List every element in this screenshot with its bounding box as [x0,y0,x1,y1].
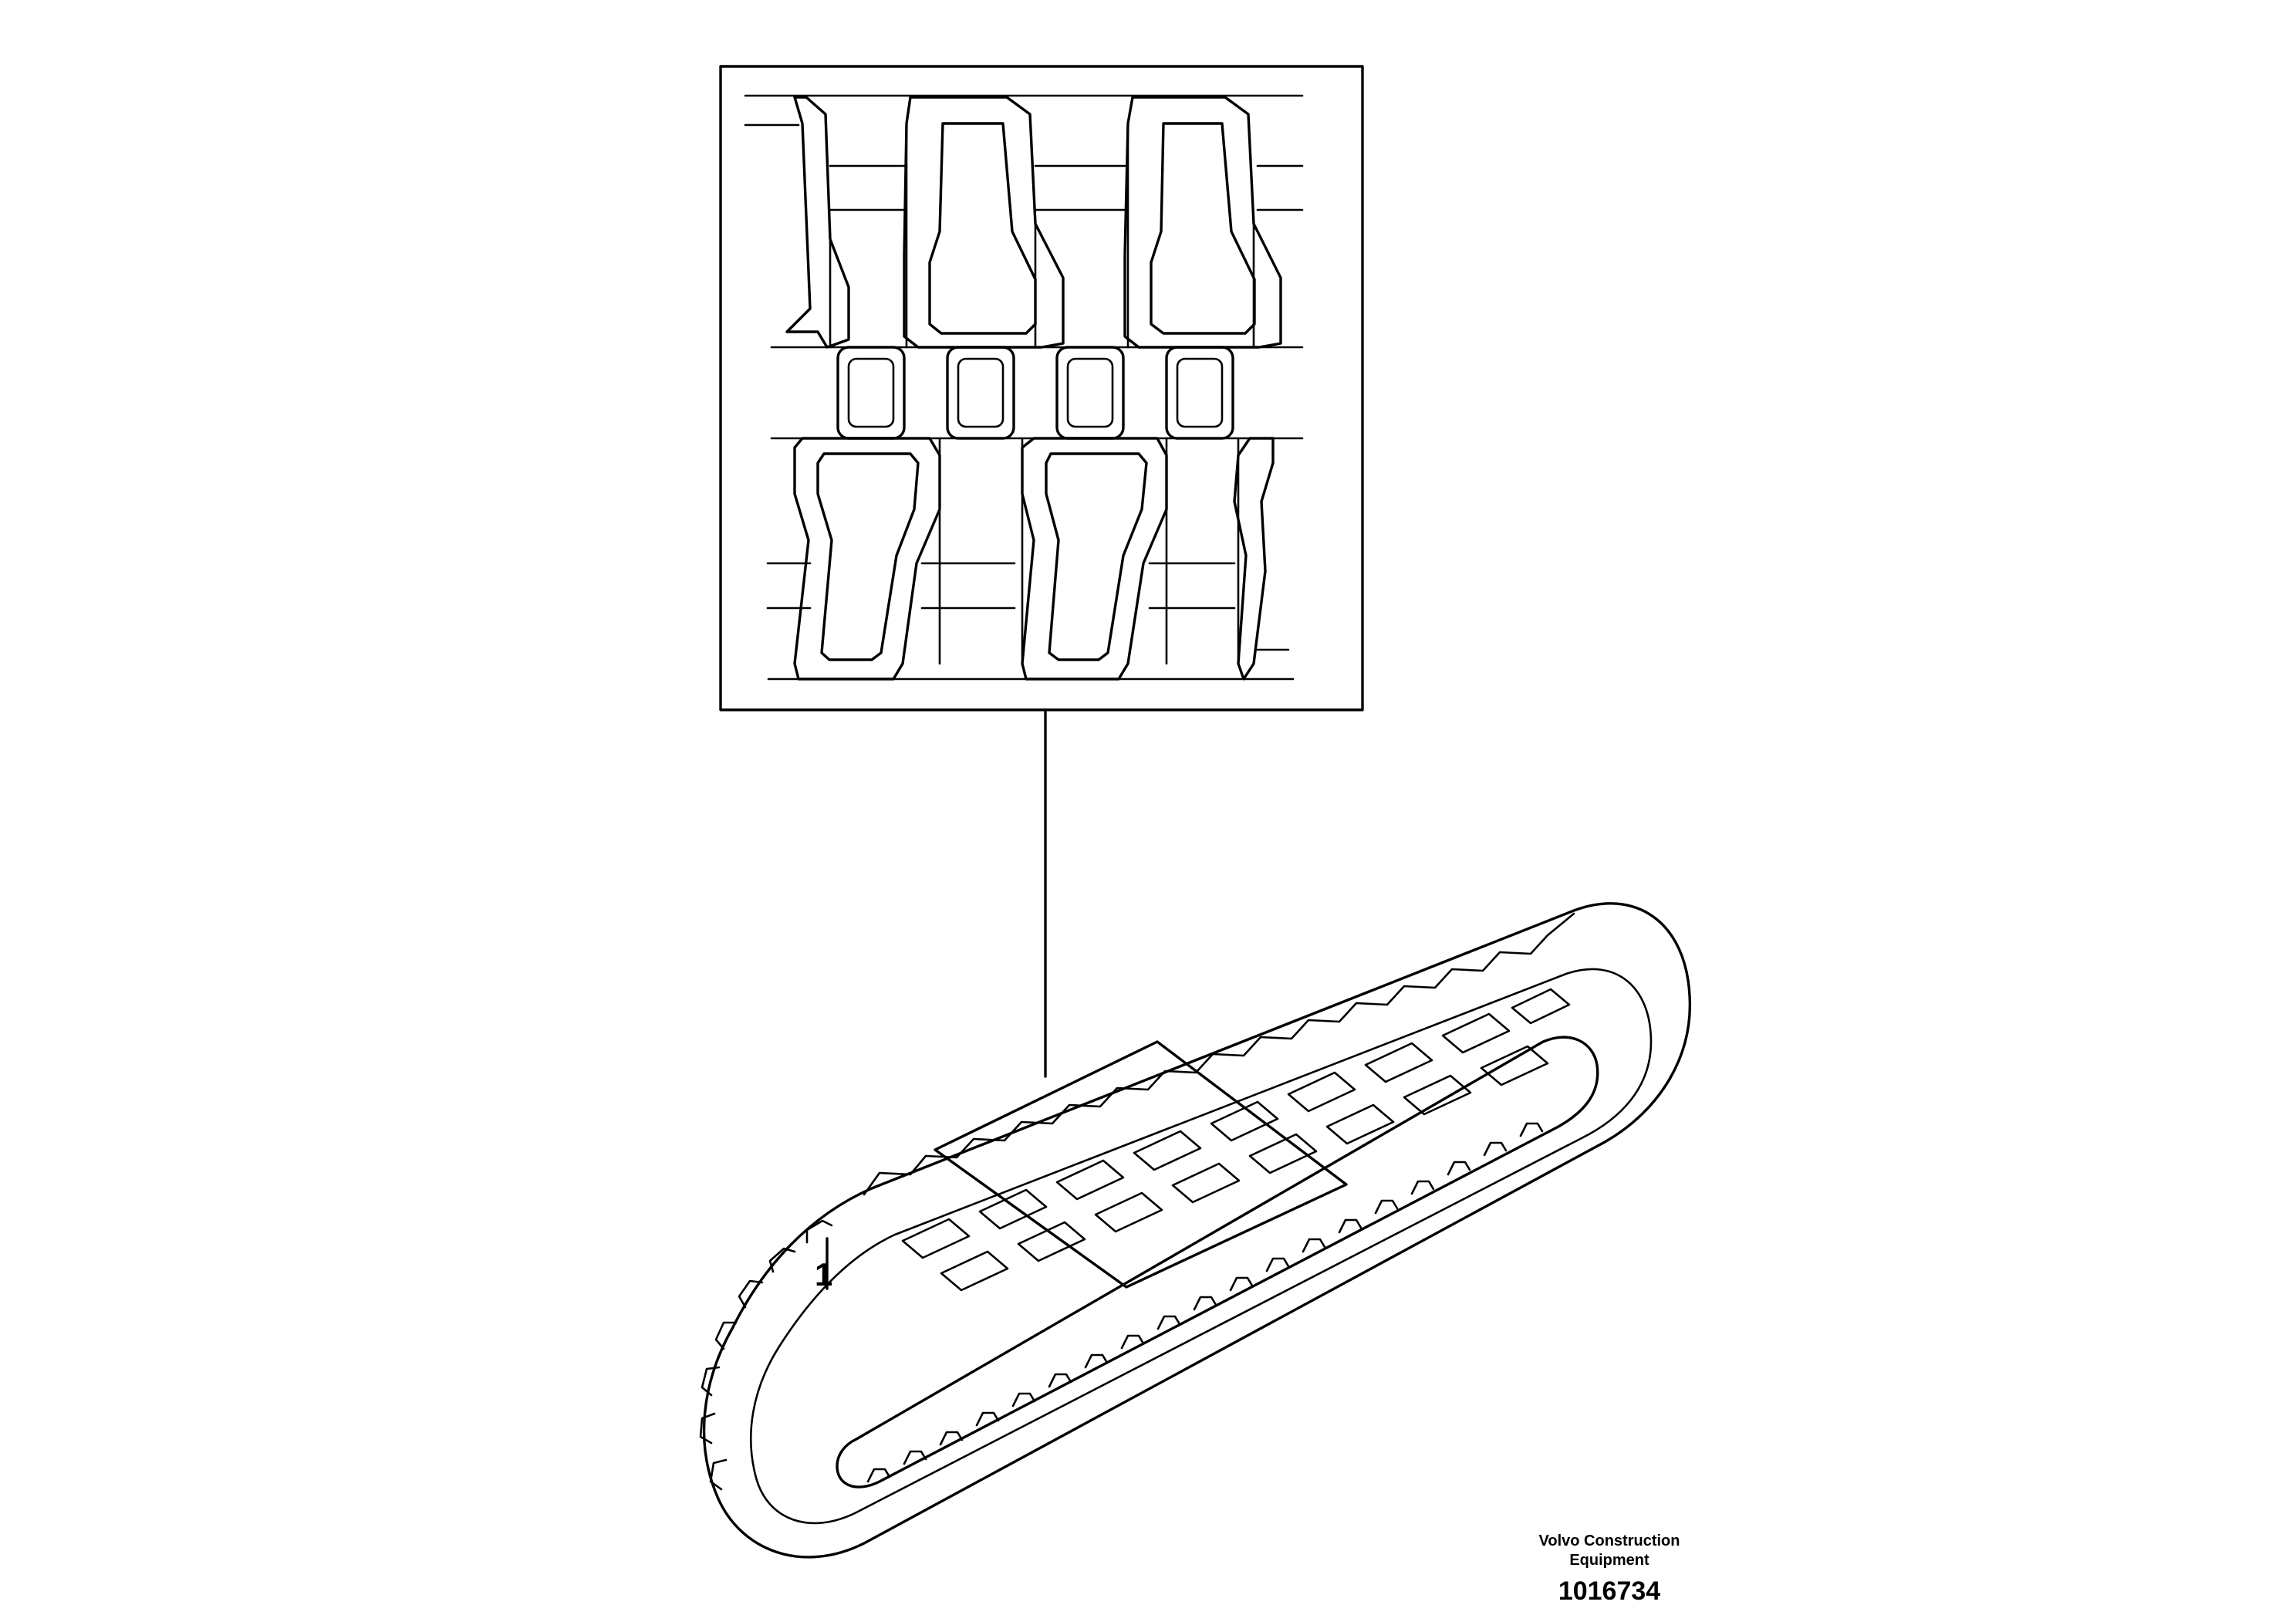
detail-marker [934,1040,1348,1289]
tread-web-lines [829,122,1255,665]
track-outer-outline [702,902,1692,1559]
brand-name-line2: Equipment [1569,1552,1649,1569]
track-end-lugs [699,1219,833,1491]
upper-tread-lugs [785,96,1282,349]
brand-name-line1: Volvo Construction [1538,1532,1680,1549]
track-outer-lug-edge [863,912,1575,1196]
track-inner-band [749,968,1653,1525]
detail-frame [719,65,1364,711]
rubber-track [699,902,1692,1559]
track-drive-lugs [866,1122,1544,1483]
center-drive-lugs [836,346,1234,440]
track-tread-blocks [901,988,1571,1292]
track-inner-opening [836,1036,1599,1489]
detail-inset [719,65,1364,1078]
drawing-number: 1016734 [1558,1576,1661,1606]
callout-number: 1 [815,1256,833,1293]
lower-tread-lugs [793,437,1275,681]
